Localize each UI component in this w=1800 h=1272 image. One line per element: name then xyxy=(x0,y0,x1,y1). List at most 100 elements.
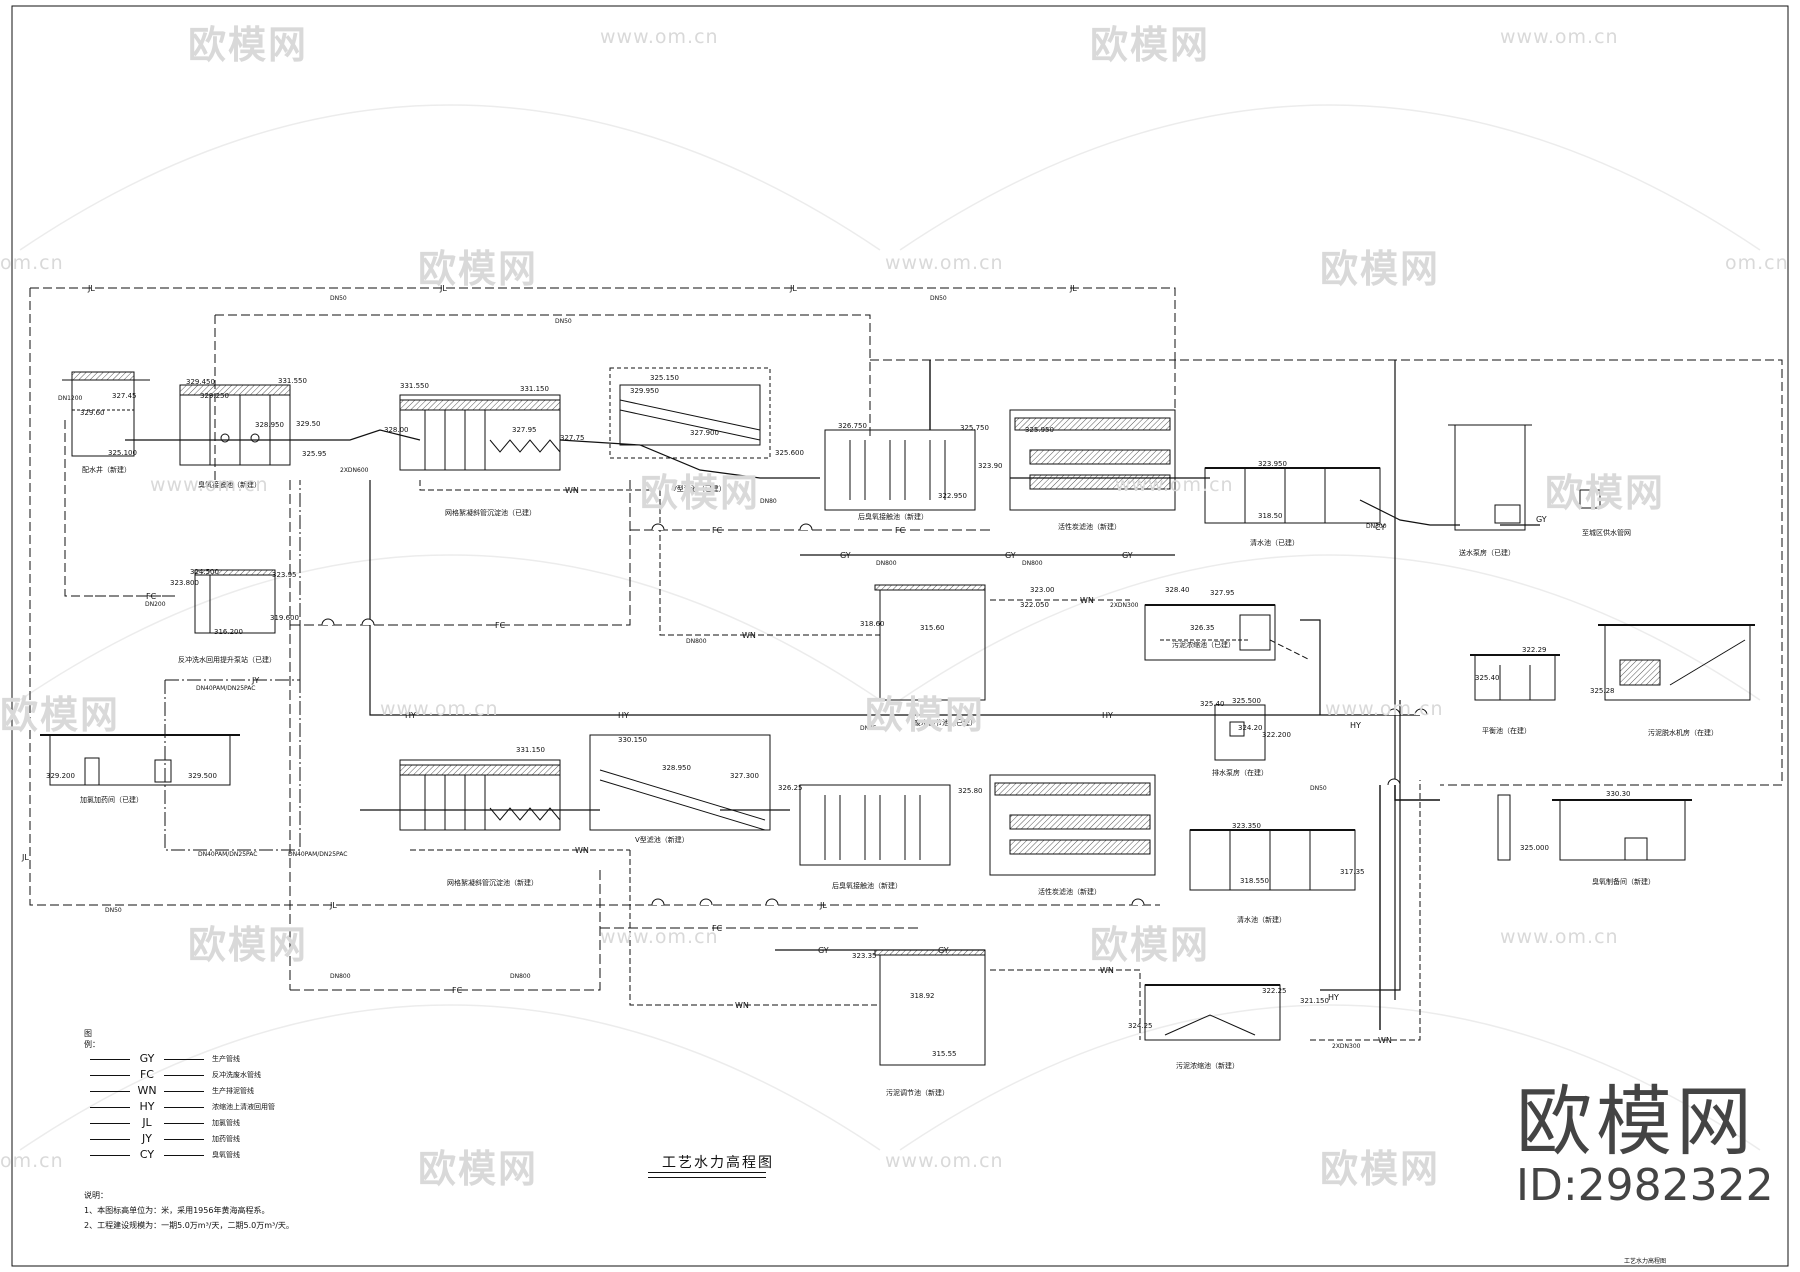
dn-q: 2XDN300 xyxy=(1332,1043,1361,1050)
label-s16: 网格絮凝斜管沉淀池（新建） xyxy=(447,878,538,887)
structure-s22 xyxy=(874,949,986,1066)
code-fc-f: FC xyxy=(712,924,723,933)
dn-t: DN50 xyxy=(105,907,122,914)
dn-g: DN800 xyxy=(330,973,351,980)
elev-e8: 329.50 xyxy=(296,420,321,428)
elev-e3: 325.100 xyxy=(108,449,137,457)
structure-s14 xyxy=(1470,654,1560,701)
structure-s6 xyxy=(824,429,976,511)
elev-e1: 329.60 xyxy=(80,409,105,417)
code-wn-c: WN xyxy=(1080,596,1094,605)
structure-s1 xyxy=(62,371,150,457)
structure-s5 xyxy=(609,367,771,459)
elev-e23: 322.950 xyxy=(938,492,967,500)
dn-i: DN80 xyxy=(760,498,777,505)
elev-e59: 318.92 xyxy=(910,992,935,1000)
structure-s9 xyxy=(1448,424,1601,531)
structure-s13 xyxy=(1214,704,1266,761)
label-s14: 平衡池（在建） xyxy=(1482,726,1531,735)
structure-s10 xyxy=(40,734,240,786)
code-gy-f: GY xyxy=(1536,515,1547,524)
code-hy-b: HY xyxy=(618,711,629,720)
elev-e20: 325.750 xyxy=(960,424,989,432)
elev-e30: 323.95 xyxy=(272,571,297,579)
code-wn-a: WN xyxy=(565,486,579,495)
elev-e10: 331.550 xyxy=(400,382,429,390)
code-wn-f: WN xyxy=(1100,966,1114,975)
structure-s7 xyxy=(1009,409,1176,511)
label-s3: 网格絮凝斜管沉淀池（已建） xyxy=(445,508,536,517)
pipe-hy xyxy=(369,480,1420,991)
notes-line: 1、本图标高单位为：米，采用1956年黄海高程系。 xyxy=(84,1206,270,1215)
elev-e58: 323.35 xyxy=(852,952,877,960)
label-s24: 至城区供水管网 xyxy=(1582,528,1631,537)
code-fc-e: FC xyxy=(452,986,463,995)
dn-j: DN200 xyxy=(145,601,166,608)
elev-e12: 327.95 xyxy=(512,426,537,434)
structure-s11 xyxy=(874,584,986,701)
code-gy-b: GY xyxy=(1005,551,1016,560)
legend-code: WN xyxy=(137,1084,157,1097)
code-gy-c: GY xyxy=(1122,551,1133,560)
code-jl-d: JL xyxy=(1069,284,1077,293)
legend-code: GY xyxy=(139,1052,155,1065)
code-fc-d: FC xyxy=(895,526,906,535)
label-s4: 反冲洗水回用提升泵站（已建） xyxy=(178,655,276,664)
elev-e56: 330.30 xyxy=(1606,790,1631,798)
code-gy-d: GY xyxy=(818,946,829,955)
pipe-cy xyxy=(929,360,1440,1030)
legend-code: JL xyxy=(142,1116,152,1129)
elev-e62: 324.25 xyxy=(1128,1022,1153,1030)
label-s2: 臭氧接触池（新建） xyxy=(198,480,261,489)
label-s10: 加氯加药间（已建） xyxy=(80,795,143,804)
code-gy-e: GY xyxy=(938,946,949,955)
elev-e37: 326.35 xyxy=(1190,624,1215,632)
elev-e18: 326.750 xyxy=(838,422,867,430)
drawing-title: 工艺水力高程图 xyxy=(662,1155,774,1171)
structure-s19 xyxy=(989,774,1156,876)
label-s20: 清水池（新建） xyxy=(1237,915,1286,924)
notes-line: 2、工程建设规模为：一期5.0万m³/天，二期5.0万m³/天。 xyxy=(84,1221,294,1230)
label-s22: 污泥调节池（新建） xyxy=(886,1088,949,1097)
elev-e43: 325.40 xyxy=(1475,674,1500,682)
elev-e31: 323.00 xyxy=(1030,586,1055,594)
code-jl-g: JL xyxy=(21,853,29,862)
code-fc-c: FC xyxy=(712,526,723,535)
structure-s16 xyxy=(399,759,561,831)
code-fc-a: FC xyxy=(146,592,157,601)
pipe-fc xyxy=(95,480,990,991)
elev-e6: 331.550 xyxy=(278,377,307,385)
elev-e49: 328.950 xyxy=(662,764,691,772)
dn-m: DN40PAM/DN25PAC xyxy=(198,851,257,858)
label-s15: 污泥脱水机房（在建） xyxy=(1648,728,1718,737)
elev-e28: 316.200 xyxy=(214,628,243,636)
label-s12: 污泥浓缩池（已建） xyxy=(1172,640,1235,649)
elev-e48: 330.150 xyxy=(618,736,647,744)
legend-heading: 图例： xyxy=(84,1029,100,1049)
label-s7: 活性炭滤池（新建） xyxy=(1058,522,1121,531)
dn-b: DN50 xyxy=(555,318,572,325)
code-cy-a: CY xyxy=(1375,523,1385,532)
elev-e39: 325.500 xyxy=(1232,697,1261,705)
legend-code: FC xyxy=(139,1068,154,1081)
elev-e27: 323.800 xyxy=(170,579,199,587)
structure-s20 xyxy=(1189,829,1356,891)
code-hy-c: HY xyxy=(1102,711,1113,720)
elev-e34: 315.60 xyxy=(920,624,945,632)
elev-e40: 324.20 xyxy=(1238,724,1263,732)
dn-p: 2XDN300 xyxy=(1110,602,1139,609)
code-wn-d: WN xyxy=(575,846,589,855)
code-hy-d: HY xyxy=(1350,721,1361,730)
pipe-size-labels: DN50 DN50 DN50 DN800 DN800 DN800 DN800 D… xyxy=(58,295,1387,1050)
elev-e2: 327.45 xyxy=(112,392,137,400)
structure-s3 xyxy=(399,394,561,471)
elev-e29: 319.600 xyxy=(270,614,299,622)
legend-code: HY xyxy=(139,1100,155,1113)
elevation-labels: 329.60 327.45 325.100 329.450 329.250 33… xyxy=(46,374,1631,1058)
